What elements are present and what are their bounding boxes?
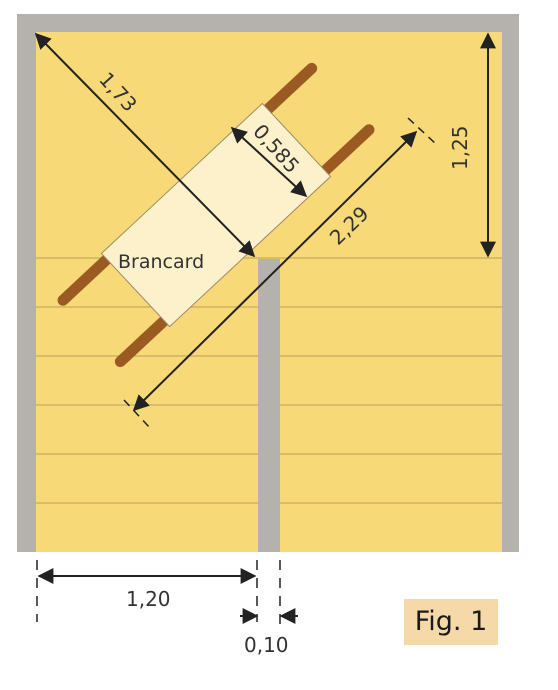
gap-dimension-label: 0,10 — [244, 633, 289, 657]
flight-dimension-label: 1,20 — [126, 587, 171, 611]
stretcher-label: Brancard — [118, 251, 204, 273]
figure-label: Fig. 1 — [404, 599, 498, 645]
length-extension-top — [407, 117, 437, 145]
landing-dimension-label: 1,25 — [448, 125, 472, 170]
length-dimension-line — [132, 130, 418, 412]
length-extension-bottom — [123, 399, 151, 429]
center-wall — [258, 258, 280, 552]
